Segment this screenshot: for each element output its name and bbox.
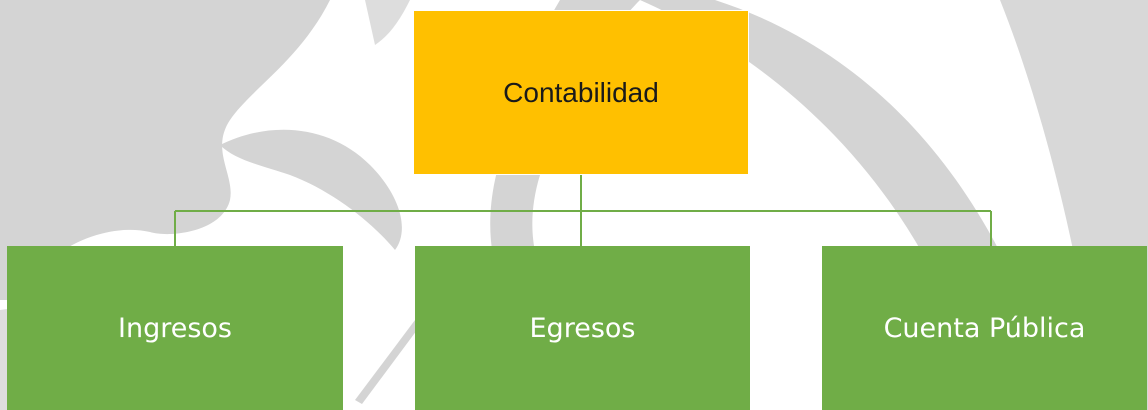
node-cuenta-publica: Cuenta Pública (822, 246, 1147, 410)
node-egresos: Egresos (415, 246, 750, 410)
watermark-small-arc (365, 0, 410, 45)
watermark-stroke (355, 320, 420, 404)
node-cuenta-publica-label: Cuenta Pública (883, 312, 1086, 344)
node-ingresos-label: Ingresos (118, 312, 232, 344)
watermark-face (0, 0, 330, 300)
node-ingresos: Ingresos (7, 246, 343, 410)
node-contabilidad-label: Contabilidad (503, 76, 659, 108)
node-egresos-label: Egresos (529, 312, 636, 344)
watermark-eye (220, 129, 402, 250)
node-contabilidad: Contabilidad (413, 10, 749, 175)
